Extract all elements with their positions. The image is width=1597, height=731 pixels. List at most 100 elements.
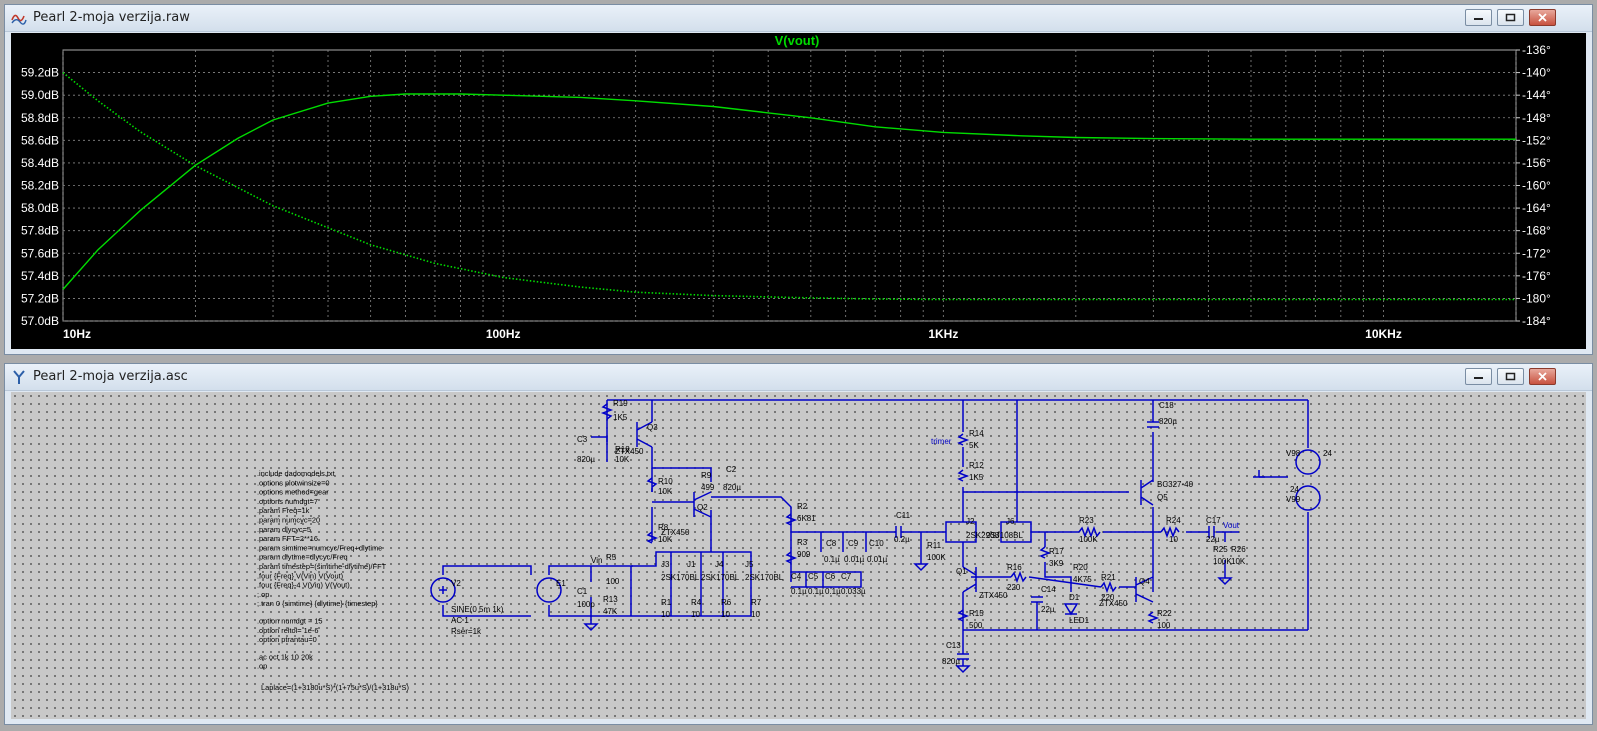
directive-line[interactable]: .option reltol= 1e-6 — [257, 626, 318, 635]
label-j1: J1 — [687, 560, 696, 569]
directive-line[interactable]: .include dadomodels.txt — [257, 469, 335, 478]
directive-line[interactable]: ;.tran 0 {simtime} {dlytime} {timestep} — [257, 599, 378, 608]
y2-tick-label: -176° — [1522, 269, 1551, 283]
ground-symbol — [955, 659, 971, 674]
label-c9: C9 — [848, 539, 859, 548]
components — [430, 403, 1321, 674]
spice-directives: .include dadomodels.txt.options plotwins… — [257, 469, 409, 692]
directive-line[interactable]: .op — [257, 662, 267, 671]
close-button[interactable] — [1529, 9, 1556, 26]
directive-line[interactable]: .four {Freq}-4 V(Vin) V(Vout) — [257, 581, 350, 590]
label-r16: R16 — [1007, 563, 1022, 572]
schematic-window-titlebar[interactable]: Pearl 2-moja verzija.asc — [5, 364, 1592, 391]
directive-line[interactable]: .four {Freq} V(Vin) V(Vout) — [257, 571, 343, 580]
directive-line[interactable]: .options plotwinsize=0 — [257, 478, 330, 487]
close-button[interactable] — [1529, 368, 1556, 385]
schematic-window: Pearl 2-moja verzija.asc .include dadomo… — [4, 363, 1593, 725]
y2-tick-label: -172° — [1522, 246, 1551, 260]
plot-window-titlebar[interactable]: Pearl 2-moja verzija.raw — [5, 5, 1592, 32]
trace-title[interactable]: V(vout) — [775, 33, 820, 48]
label-r3-value: 909 — [797, 550, 811, 559]
label-r6: R6 — [721, 598, 732, 607]
directive-line[interactable]: Laplace=(1+3180u*S)*(1+75u*S)/(1+318u*S) — [261, 683, 409, 692]
plot-window: Pearl 2-moja verzija.raw V(vout) 57.0dB 5… — [4, 4, 1593, 355]
label-r11-value: 100K — [927, 553, 946, 562]
x-tick-label: 10KHz — [1365, 327, 1402, 341]
transistor-q1 — [962, 566, 977, 593]
y-tick-label: 58.2dB — [21, 179, 59, 193]
v98-source — [1295, 449, 1321, 475]
label-c10-value: 0.01µ — [867, 555, 888, 564]
directive-line[interactable]: .param simtime=numcyc/Freq+dlytime — [257, 543, 382, 552]
label-c14: C14 — [1041, 585, 1056, 594]
label-c7: C7 — [841, 572, 852, 581]
directive-line[interactable]: .option numdgt = 15 — [257, 617, 323, 626]
maximize-button[interactable] — [1497, 368, 1524, 385]
y-axis-ticks: 57.0dB57.2dB57.4dB57.6dB57.8dB58.0dB58.2… — [21, 66, 59, 328]
label-c1: C1 — [577, 587, 588, 596]
y-tick-label: 57.6dB — [21, 246, 59, 260]
label-c5-value: 0.1µ — [808, 587, 824, 596]
label-c10: C10 — [869, 539, 884, 548]
resistor-r22 — [1147, 611, 1160, 624]
transistor-q4 — [1135, 576, 1154, 603]
schematic-window-title: Pearl 2-moja verzija.asc — [33, 369, 188, 384]
label-c17: C17 — [1206, 516, 1221, 525]
label-q3-type: ZTX450 — [615, 447, 644, 456]
label-c7-value: 0.033µ — [841, 587, 866, 596]
label-v2: V2 — [451, 579, 461, 588]
directive-line[interactable]: .options numdgt=7 — [257, 497, 318, 506]
label-r18: R18 — [615, 445, 630, 454]
schematic-canvas[interactable]: .include dadomodels.txt.options plotwins… — [11, 392, 1586, 719]
bode-plot[interactable]: V(vout) 57.0dB57.2dB57.4dB57.6dB57.8dB58… — [11, 33, 1588, 351]
resistor-r17 — [1039, 546, 1052, 559]
label-r15: R15 — [969, 609, 984, 618]
directive-line[interactable]: .param dlytime=dlycyc/Freq — [257, 553, 348, 562]
resistor-r8 — [646, 531, 659, 544]
y-tick-label: 57.0dB — [21, 314, 59, 328]
label-r18-value: 10K — [615, 455, 630, 464]
directive-line[interactable]: .ac oct 1k 10 20k — [257, 652, 313, 661]
label-c4-value: 0.1µ — [791, 587, 807, 596]
y-tick-label: 58.8dB — [21, 111, 59, 125]
resistor-r3 — [785, 551, 798, 564]
minimize-button[interactable] — [1465, 368, 1492, 385]
y-tick-label: 57.4dB — [21, 269, 59, 283]
plot-window-title: Pearl 2-moja verzija.raw — [33, 10, 190, 25]
directive-line[interactable]: .param numcyc=20 — [257, 516, 320, 525]
x-tick-label: 10Hz — [63, 327, 91, 341]
phase-trace — [62, 71, 1516, 301]
label-c6: C6 — [825, 572, 836, 581]
y2-tick-label: -156° — [1522, 156, 1551, 170]
directive-line[interactable]: .param dlycyc=5 — [257, 525, 311, 534]
label-q4-type: ZTX450 — [1099, 599, 1128, 608]
directive-line[interactable]: .options method=gear — [257, 488, 329, 497]
maximize-button[interactable] — [1497, 9, 1524, 26]
schematic-drawing[interactable]: .include dadomodels.txt.options plotwins… — [11, 392, 1588, 721]
directive-line[interactable]: ;.op — [257, 590, 269, 599]
directive-line[interactable]: .param Freq=1k — [257, 506, 310, 515]
label-c5: C5 — [808, 572, 819, 581]
label-r22: R22 — [1157, 609, 1172, 618]
close-icon — [1538, 13, 1547, 22]
label-r8: R8 — [658, 523, 669, 532]
y-tick-label: 57.8dB — [21, 224, 59, 238]
label-ac: AC 1 — [451, 616, 469, 625]
directive-line[interactable]: .param FFT=2**16 — [257, 534, 318, 543]
label-sine: SINE(0 5m 1k) — [451, 605, 504, 614]
led-d1 — [1063, 603, 1079, 616]
jfet-j2 — [945, 521, 977, 543]
label-r24-value: 10 — [1169, 535, 1178, 544]
minimize-button[interactable] — [1465, 9, 1492, 26]
e1-source — [536, 577, 562, 603]
plot-grid — [62, 49, 1517, 322]
resistor-r12 — [957, 469, 970, 482]
label-r9-value: 499 — [701, 483, 715, 492]
resistor-r15 — [957, 609, 970, 622]
label-r13: R13 — [603, 595, 618, 604]
directive-line[interactable]: .option ptrantau=0 — [257, 635, 317, 644]
directive-line[interactable]: .param timestep=(simtime-dlytime)/FFT — [257, 562, 387, 571]
label-r12-value: 1K5 — [969, 473, 984, 482]
x-tick-label: 100Hz — [486, 327, 521, 341]
